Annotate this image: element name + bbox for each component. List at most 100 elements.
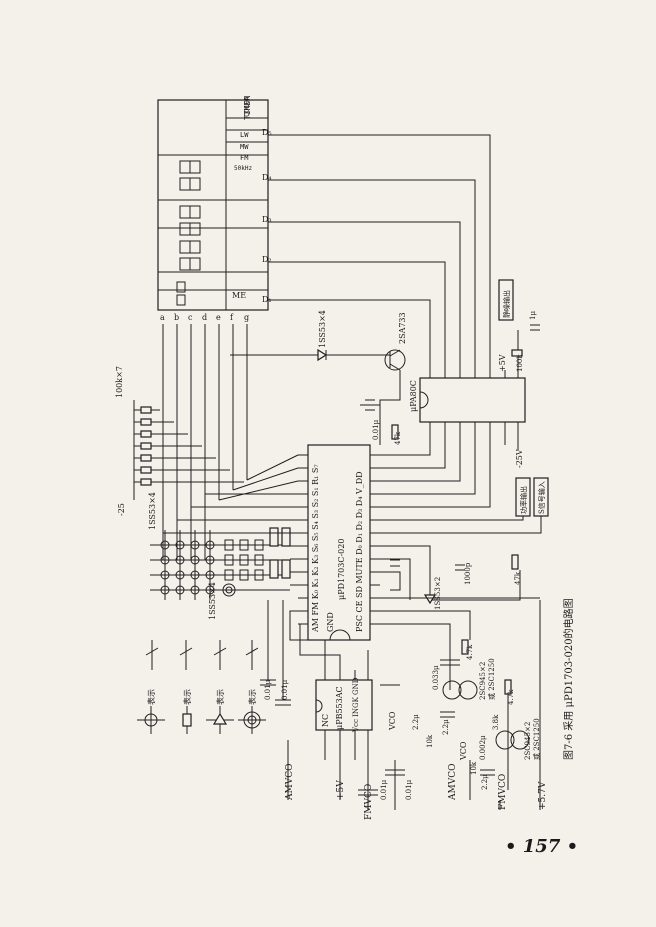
cap-001u-top: 0.01μ xyxy=(372,419,380,440)
ic-prescaler-name: μPB553AC xyxy=(335,686,344,730)
digit-bus xyxy=(268,134,491,378)
svg-text:b: b xyxy=(174,313,179,322)
cap-001u-c: 0.01μ xyxy=(281,679,289,700)
legend-diode-cross-icon xyxy=(137,706,165,734)
left-supply-labels: AMVCO +5V FMVCO xyxy=(285,764,374,820)
digit-label-d1: D₁ xyxy=(262,295,272,304)
output-boxes: 功率输出 S信号输入 xyxy=(380,477,549,534)
svg-text:c: c xyxy=(188,313,193,322)
cap-0002u: 0.002μ xyxy=(479,735,487,760)
display-label-lw: LW xyxy=(240,131,249,139)
ic-prescaler-nc: NC xyxy=(321,714,330,727)
cap-22u-left: 2.2μ xyxy=(412,714,420,730)
digit-label-d5: D₅ xyxy=(262,128,272,137)
key-matrix: 1SS53×4 1SS53×4 xyxy=(148,492,291,620)
ic-main-pins-top: AM FM K₀ K₁ K₂ K₃ S₆ S₅ S₄ S₃ S₂ S₁ R₁ S… xyxy=(311,464,320,633)
svg-text:e: e xyxy=(216,313,221,322)
cap-1u: 1μ xyxy=(529,311,537,320)
ic-left-bus xyxy=(163,454,299,586)
svg-text:表示: 表示 xyxy=(146,689,156,705)
res-3k8: 3.8k xyxy=(492,714,500,730)
fmvco-label-b: FMVCO xyxy=(498,774,508,810)
seven-segment-digit xyxy=(179,160,201,191)
amvco-label-b: AMVCO xyxy=(448,764,458,801)
vcc-57v: +5.7V xyxy=(538,781,548,810)
ic-main-pins-low: PSC CE SD MUTE D₀ D₁ D₂ D₃ D₄ V_DD xyxy=(355,471,364,632)
svg-text:d: d xyxy=(202,313,207,322)
vco-label-b: VCO xyxy=(459,741,468,761)
res-10k-b: 10k xyxy=(470,761,478,775)
legend-switch-symbols xyxy=(145,640,259,670)
transistor-pair-2-alt: 或 2SC1250 xyxy=(532,718,541,760)
prescaler-wiring xyxy=(260,600,405,810)
svg-text:TIMER: TIMER xyxy=(243,96,252,120)
transistor-pair-1: 2SC945×2 xyxy=(479,662,487,700)
resistor-array-label: 100k×7 xyxy=(115,366,124,398)
display-label-50khz: 50kHz xyxy=(234,165,252,172)
legend-resistor-icon xyxy=(182,706,192,734)
driver-to-ic-bus xyxy=(380,430,506,508)
bottom-supply-labels: AMVCO FMVCO +5.7V xyxy=(448,764,548,810)
ic-driver-name: μPA80C xyxy=(409,380,418,412)
prescaler-passive-labels: 0.01μ 0.01μ 0.01μ 0.01μ VCO 2.2μ 10k xyxy=(264,679,434,800)
box-signal-in: S信号输入 xyxy=(537,481,546,514)
vcc-5v-top: +5V xyxy=(498,354,507,372)
transistor-pair-2: 2SC945×2 xyxy=(524,722,532,760)
res-47k-top: 47k xyxy=(394,431,402,445)
svg-text:g: g xyxy=(244,313,249,322)
cap-001u-d: 0.01μ xyxy=(380,779,388,800)
voltage-minus-25: -25 xyxy=(117,503,126,516)
cap-001u-b: 0.01μ xyxy=(264,679,272,700)
vco-label: VCO xyxy=(388,711,397,731)
legend-diode-circle-icon xyxy=(238,706,266,734)
segment-bus xyxy=(162,324,248,560)
digit-label-d2: D₂ xyxy=(262,255,272,264)
display-label-fm: FM xyxy=(240,154,248,162)
ic-main-gnd: GND xyxy=(326,612,335,632)
diode-array-label-3: 1SS53×4 xyxy=(318,310,327,348)
figure-caption: 图7-6 采用 μPD1703-020的电路图 xyxy=(562,598,575,760)
fluorescent-display: TIMER COLON LW MW FM 50kHz ME xyxy=(157,96,269,311)
res-47k-b: 47k xyxy=(514,571,522,585)
amvco-label: AMVCO xyxy=(285,764,295,801)
digit-label-d3: D₃ xyxy=(262,215,272,224)
res-4k7-b: 4.7k xyxy=(507,689,515,705)
transistor-pair-1-alt: 或 2SC1250 xyxy=(487,658,496,700)
mute-section: 1SS53×2 1000p 47k xyxy=(380,545,522,610)
display-label-me: ME xyxy=(232,291,246,300)
svg-text:a: a xyxy=(160,313,165,322)
ic-upd1703c: AM FM K₀ K₁ K₂ K₃ S₆ S₅ S₄ S₃ S₂ S₁ R₁ S… xyxy=(298,444,380,641)
segment-labels: a b c d e f g xyxy=(160,313,249,322)
ic-top-passives: 0.01μ 47k xyxy=(360,399,402,445)
svg-text:f: f xyxy=(230,313,234,322)
resistor-array-100k: 100k×7 -25 xyxy=(115,366,244,516)
diode-array-label-2: 1SS53×4 xyxy=(208,582,217,620)
fmvco-label: FMVCO xyxy=(364,784,374,820)
vco-section: 0.033μ 4.7k 2SC945×2 或 2SC1250 4.7k 2.2μ… xyxy=(380,597,541,810)
res-10k: 10k xyxy=(426,734,434,748)
vcc-minus-25v: -25V xyxy=(515,449,524,468)
page-number: • 157 • xyxy=(505,836,579,857)
vcc-5v-bottom: +5V xyxy=(336,780,346,800)
ic-prescaler-pins: Vcc INGK GND xyxy=(352,677,360,733)
diode-array-label-4: 1SS53×2 xyxy=(434,577,442,610)
res-100k: 100k xyxy=(516,354,524,372)
svg-text:表示: 表示 xyxy=(247,689,257,705)
svg-text:表示: 表示 xyxy=(182,689,192,705)
ic-main-name: μPD1703C-020 xyxy=(337,539,346,600)
cap-22u: 2.2μ xyxy=(442,719,450,735)
diode-array-label-1: 1SS53×4 xyxy=(148,492,157,530)
display-label-timer: TIMER xyxy=(243,96,252,120)
box-power-out: 功率输出 xyxy=(519,486,528,514)
digit-label-d4: D₄ xyxy=(262,173,272,182)
svg-text:表示: 表示 xyxy=(215,689,225,705)
seven-segment-digit xyxy=(179,205,201,236)
cap-0033u: 0.033μ xyxy=(432,665,440,690)
cap-22u-b: 2.2μ xyxy=(481,774,489,790)
right-rail: +5V 100k 1μ 静噪输出 -25V xyxy=(498,279,540,468)
digit-labels: D₁ D₂ D₃ D₄ D₅ xyxy=(262,128,272,304)
transistor-pnp-label: 2SA733 xyxy=(398,312,407,344)
res-4k7: 4.7k xyxy=(466,644,474,660)
ic-upb553ac: NC μPB553AC Vcc INGK GND xyxy=(315,670,373,740)
